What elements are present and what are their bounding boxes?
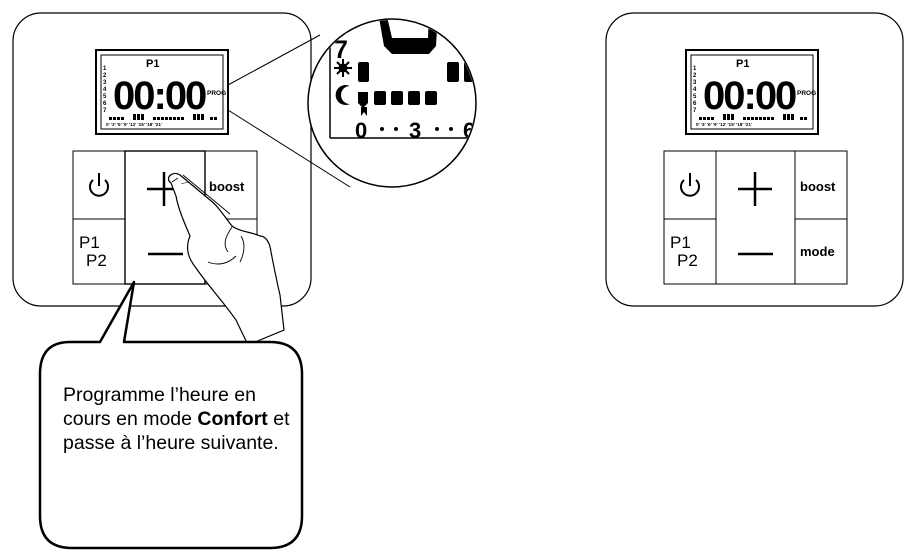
left-lcd-day-6: 6	[103, 101, 107, 107]
left-lcd-day-7: 7	[103, 108, 107, 114]
right-boost-label: boost	[800, 179, 836, 194]
right-plus-button[interactable]	[716, 151, 795, 219]
left-lcd-display: P1 00:00 PROG 1 2 3 4 5 6 7 0' '3' '	[95, 49, 229, 135]
left-lcd-time: 00:00	[113, 74, 206, 118]
right-p1p2-button[interactable]: P1 P2	[664, 219, 716, 284]
pointing-hand	[167, 172, 285, 346]
right-lcd-display: P1 00:00 PROG 1 2 3 4 5 6 7 0' '3' '	[685, 49, 819, 135]
right-lcd-day-4: 4	[693, 87, 697, 93]
zoom-day-7: 7	[334, 36, 348, 64]
sun-icon	[334, 59, 352, 77]
right-lcd-day-7: 7	[693, 108, 697, 114]
right-lcd-day-2: 2	[693, 73, 697, 79]
left-lcd-hour-scale: 0' '3' '6' '9' '12' '15' '18' '21'	[106, 122, 162, 127]
right-lcd-day-1: 1	[693, 66, 697, 72]
left-lcd-bars	[109, 114, 217, 120]
left-lcd-day-5: 5	[103, 94, 107, 100]
left-boost-button[interactable]: boost	[205, 151, 257, 219]
right-power-button[interactable]	[664, 151, 716, 219]
callout-text-2: et passe à l’heure suivante.	[63, 408, 290, 454]
right-lcd-day-6: 6	[693, 101, 697, 107]
left-lcd-prog-label: PROG	[207, 90, 226, 97]
zoom-scale-3: 3	[409, 118, 421, 143]
left-p1p2-button[interactable]: P1 P2	[73, 219, 125, 284]
zoom-scale-0: 0	[355, 118, 367, 143]
callout-text-1: Programme l’heure en cours en mode	[63, 384, 256, 430]
callout-text: Programme l’heure en cours en mode Confo…	[63, 383, 293, 455]
left-thermostat: P1 00:00 PROG 1 2 3 4 5 6 7 0' '3' '	[12, 12, 312, 307]
right-lcd-hour-scale: 0' '3' '6' '9' '12' '15' '18' '21'	[696, 122, 752, 127]
right-p2-label: P2	[677, 251, 698, 270]
moon-icon	[335, 85, 350, 105]
left-lcd-day-2: 2	[103, 73, 107, 79]
callout-bubble	[38, 280, 304, 550]
left-lcd-day-1: 1	[103, 66, 107, 72]
left-lcd-program: P1	[146, 58, 159, 70]
right-lcd-day-3: 3	[693, 80, 697, 86]
right-minus-button[interactable]	[716, 219, 795, 284]
left-p1-label: P1	[79, 233, 100, 252]
right-mode-label: mode	[800, 244, 835, 259]
right-p1-label: P1	[670, 233, 691, 252]
callout-text-bold: Confort	[197, 408, 268, 430]
left-lcd-day-3: 3	[103, 80, 107, 86]
left-p2-label: P2	[86, 251, 107, 270]
right-lcd-time: 00:00	[703, 74, 796, 118]
right-mode-button[interactable]: mode	[795, 219, 847, 284]
left-power-button[interactable]	[73, 151, 125, 219]
left-boost-label: boost	[209, 179, 245, 194]
right-lcd-bars	[699, 114, 807, 120]
left-lcd-day-4: 4	[103, 87, 107, 93]
zoom-magnifier: 7 0	[227, 18, 477, 188]
right-lcd-program: P1	[736, 58, 749, 70]
right-boost-button[interactable]: boost	[795, 151, 847, 219]
right-lcd-prog-label: PROG	[797, 90, 816, 97]
right-thermostat: P1 00:00 PROG 1 2 3 4 5 6 7 0' '3' '	[605, 12, 904, 307]
right-lcd-day-5: 5	[693, 94, 697, 100]
